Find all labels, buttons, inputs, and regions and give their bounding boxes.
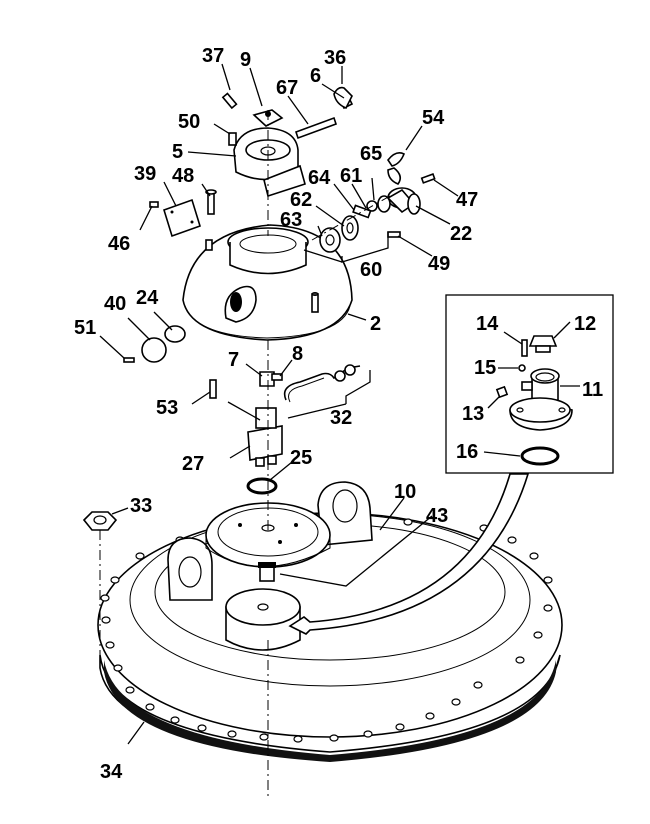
cover-housing (182, 224, 353, 341)
svg-text:14: 14 (476, 313, 499, 335)
svg-text:60: 60 (360, 259, 382, 281)
svg-text:36: 36 (324, 47, 346, 69)
svg-text:15: 15 (474, 357, 496, 379)
svg-text:49: 49 (428, 253, 450, 275)
inset-detail (445, 294, 614, 474)
callout-51: 51 (74, 317, 96, 339)
callout-labels: 37 9 36 6 67 50 5 54 65 61 64 62 63 39 4… (74, 45, 603, 783)
callout-11: 11 (582, 379, 603, 401)
callout-9: 9 (240, 49, 251, 71)
svg-text:9: 9 (240, 49, 251, 71)
svg-text:65: 65 (360, 143, 382, 165)
callout-5: 5 (172, 141, 183, 163)
svg-text:10: 10 (394, 481, 416, 503)
svg-text:39: 39 (134, 163, 156, 185)
svg-text:61: 61 (340, 165, 362, 187)
svg-text:8: 8 (292, 343, 303, 365)
callout-25: 25 (290, 447, 312, 469)
flange-bolt-holes (100, 518, 553, 743)
callout-61: 61 (340, 165, 362, 187)
callout-27: 27 (182, 453, 204, 475)
callout-40: 40 (104, 293, 126, 315)
svg-text:6: 6 (310, 65, 321, 87)
svg-text:43: 43 (426, 505, 448, 527)
svg-text:16: 16 (456, 441, 478, 463)
svg-text:51: 51 (74, 317, 96, 339)
svg-text:25: 25 (290, 447, 312, 469)
svg-text:33: 33 (130, 495, 152, 517)
callout-15: 15 (474, 357, 496, 379)
callout-47: 47 (456, 189, 478, 211)
callout-22: 22 (450, 223, 472, 245)
svg-text:47: 47 (456, 189, 478, 211)
svg-text:64: 64 (308, 167, 331, 189)
svg-text:54: 54 (422, 107, 445, 129)
svg-text:37: 37 (202, 45, 224, 67)
svg-text:46: 46 (108, 233, 130, 255)
callout-39: 39 (134, 163, 156, 185)
svg-text:62: 62 (290, 189, 312, 211)
svg-text:12: 12 (574, 313, 596, 335)
callout-64: 64 (308, 167, 331, 189)
leader-lines (99, 63, 580, 745)
callout-65: 65 (360, 143, 382, 165)
svg-text:34: 34 (100, 761, 123, 783)
svg-text:40: 40 (104, 293, 126, 315)
callout-43: 43 (426, 505, 448, 527)
callout-62: 62 (290, 189, 312, 211)
callout-10: 10 (394, 481, 416, 503)
svg-text:63: 63 (280, 209, 302, 231)
svg-text:11: 11 (582, 379, 603, 401)
svg-text:13: 13 (462, 403, 484, 425)
callout-8: 8 (292, 343, 303, 365)
callout-67: 67 (276, 77, 298, 99)
svg-text:22: 22 (450, 223, 472, 245)
callout-2: 2 (370, 313, 381, 335)
callout-37: 37 (202, 45, 224, 67)
callout-6: 6 (310, 65, 321, 87)
svg-text:27: 27 (182, 453, 204, 475)
center-lines (99, 110, 391, 800)
callout-48: 48 (172, 165, 194, 187)
callout-16: 16 (456, 441, 478, 463)
callout-24: 24 (136, 287, 159, 309)
callout-14: 14 (476, 313, 499, 335)
callout-33: 33 (130, 495, 152, 517)
callout-49: 49 (428, 253, 450, 275)
callout-53: 53 (156, 397, 178, 419)
svg-text:50: 50 (178, 111, 200, 133)
svg-text:24: 24 (136, 287, 159, 309)
callout-46: 46 (108, 233, 130, 255)
svg-text:5: 5 (172, 141, 183, 163)
svg-text:7: 7 (228, 349, 239, 371)
callout-36: 36 (324, 47, 346, 69)
callout-12: 12 (574, 313, 596, 335)
svg-text:2: 2 (370, 313, 381, 335)
top-components (123, 86, 436, 363)
callout-60: 60 (360, 259, 382, 281)
callout-54: 54 (422, 107, 445, 129)
svg-text:53: 53 (156, 397, 178, 419)
svg-text:32: 32 (330, 407, 352, 429)
callout-34: 34 (100, 761, 123, 783)
callout-13: 13 (462, 403, 484, 425)
middle-components (82, 364, 361, 531)
svg-text:48: 48 (172, 165, 194, 187)
callout-63: 63 (280, 209, 302, 231)
callout-7: 7 (228, 349, 239, 371)
callout-50: 50 (178, 111, 200, 133)
flow-arrow (288, 473, 530, 635)
callout-32: 32 (330, 407, 352, 429)
svg-text:67: 67 (276, 77, 298, 99)
